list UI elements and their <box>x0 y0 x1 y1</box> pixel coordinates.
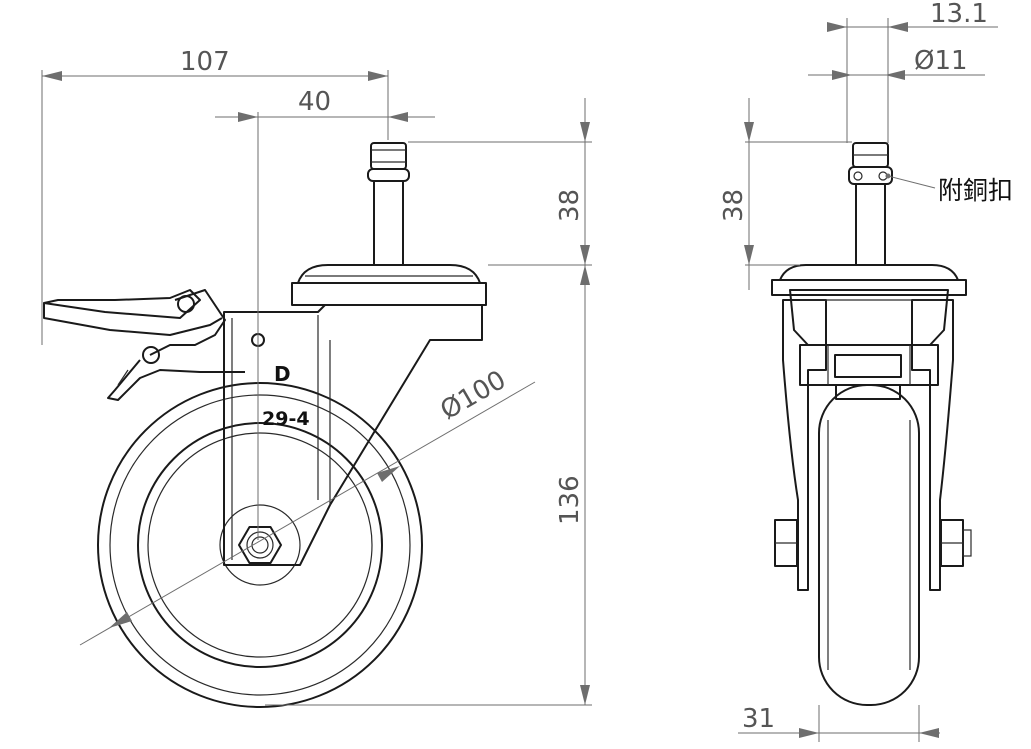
front-view: D 29-4 107 40 <box>41 47 592 708</box>
front-wheel <box>97 382 423 708</box>
dimension-axle-offset: 40 <box>215 87 435 122</box>
brake-pedal <box>43 289 245 401</box>
swivel-plate <box>291 264 487 306</box>
dimension-stem-diameter: Ø11 <box>808 46 985 80</box>
side-wheel <box>818 384 920 706</box>
dim-38-label: 38 <box>555 189 585 222</box>
dim-31-label: 31 <box>742 704 775 734</box>
dimension-total-height: 136 <box>555 265 590 705</box>
diameter-symbol-2: Ø <box>914 46 934 76</box>
svg-text:Ø11: Ø11 <box>914 46 968 76</box>
dim-40-label: 40 <box>298 87 331 117</box>
grip-stem <box>367 142 410 266</box>
side-extension-lines <box>745 18 920 742</box>
logo-text: D <box>274 362 291 386</box>
dimension-stem-height: 38 <box>555 98 590 265</box>
fork-body <box>223 304 483 566</box>
dimension-stem-outer: 13.1 <box>827 0 998 32</box>
brass-ring-label: 附銅扣 <box>938 176 1013 205</box>
brass-ring-callout: 附銅扣 <box>885 173 1013 205</box>
dimension-side-stem-height: 38 <box>719 98 754 290</box>
dimension-overall-width: 107 <box>42 47 388 81</box>
dim-107-label: 107 <box>180 47 230 77</box>
side-fork <box>774 299 972 591</box>
dim-11-label: 11 <box>934 46 967 76</box>
side-grip-stem <box>848 142 893 266</box>
logo-mark: D 29-4 <box>262 362 310 430</box>
svg-text:Ø100: Ø100 <box>436 365 512 426</box>
dim-side-38-label: 38 <box>719 189 749 222</box>
model-number: 29-4 <box>262 408 310 430</box>
side-brake <box>789 289 949 400</box>
side-view: 13.1 Ø11 38 31 附銅扣 <box>719 0 1013 742</box>
axle-nut <box>238 526 282 564</box>
front-extension-lines <box>41 70 592 706</box>
dim-136-label: 136 <box>555 475 585 525</box>
dim-13-1-label: 13.1 <box>930 0 988 29</box>
dimension-wheel-width: 31 <box>738 704 940 738</box>
